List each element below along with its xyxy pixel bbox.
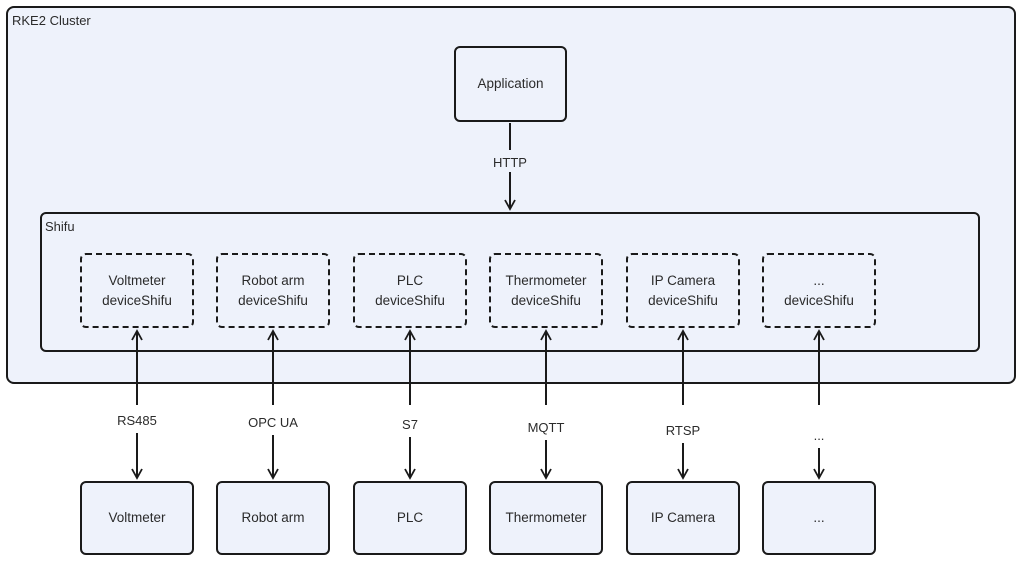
- application-label: Application: [477, 76, 544, 91]
- deviceshifu-thermometer: Thermometer deviceShifu: [489, 253, 603, 328]
- deviceshifu-robot-arm: Robot arm deviceShifu: [216, 253, 330, 328]
- protocol-label-rtsp: RTSP: [665, 423, 701, 438]
- protocol-label-s7: S7: [402, 417, 418, 432]
- deviceshifu-suffix: deviceShifu: [511, 292, 581, 308]
- protocol-label-rs485: RS485: [117, 413, 157, 428]
- deviceshifu-plc: PLC deviceShifu: [353, 253, 467, 328]
- physical-device-voltmeter: Voltmeter: [80, 481, 194, 555]
- physical-device-label: Robot arm: [241, 510, 305, 525]
- physical-device-label: PLC: [396, 510, 424, 525]
- deviceshifu-ip-camera: IP Camera deviceShifu: [626, 253, 740, 328]
- protocol-label-mqtt: MQTT: [527, 420, 565, 435]
- http-edge-label: HTTP: [491, 155, 529, 170]
- deviceshifu-name: Thermometer: [505, 272, 587, 288]
- deviceshifu-suffix: deviceShifu: [784, 292, 854, 308]
- physical-device-label: IP Camera: [650, 510, 716, 525]
- application-node: Application: [454, 46, 567, 122]
- deviceshifu-suffix: deviceShifu: [375, 292, 445, 308]
- physical-device-ip-camera: IP Camera: [626, 481, 740, 555]
- deviceshifu-name: PLC: [396, 272, 424, 288]
- protocol-label-opc-ua: OPC UA: [248, 415, 298, 430]
- deviceshifu-name: ...: [813, 272, 825, 288]
- deviceshifu-suffix: deviceShifu: [102, 292, 172, 308]
- deviceshifu-name: Robot arm: [241, 272, 305, 288]
- physical-device-other: ...: [762, 481, 876, 555]
- protocol-label-other: ...: [813, 428, 825, 443]
- deviceshifu-name: Voltmeter: [108, 272, 166, 288]
- physical-device-label: Thermometer: [505, 510, 587, 525]
- deviceshifu-suffix: deviceShifu: [648, 292, 718, 308]
- deviceshifu-voltmeter: Voltmeter deviceShifu: [80, 253, 194, 328]
- shifu-label: Shifu: [45, 219, 75, 234]
- physical-device-label: Voltmeter: [108, 510, 166, 525]
- deviceshifu-suffix: deviceShifu: [238, 292, 308, 308]
- cluster-label: RKE2 Cluster: [12, 13, 91, 28]
- physical-device-plc: PLC: [353, 481, 467, 555]
- physical-device-thermometer: Thermometer: [489, 481, 603, 555]
- physical-device-label: ...: [813, 510, 825, 525]
- deviceshifu-other: ... deviceShifu: [762, 253, 876, 328]
- physical-device-robot-arm: Robot arm: [216, 481, 330, 555]
- deviceshifu-name: IP Camera: [650, 272, 716, 288]
